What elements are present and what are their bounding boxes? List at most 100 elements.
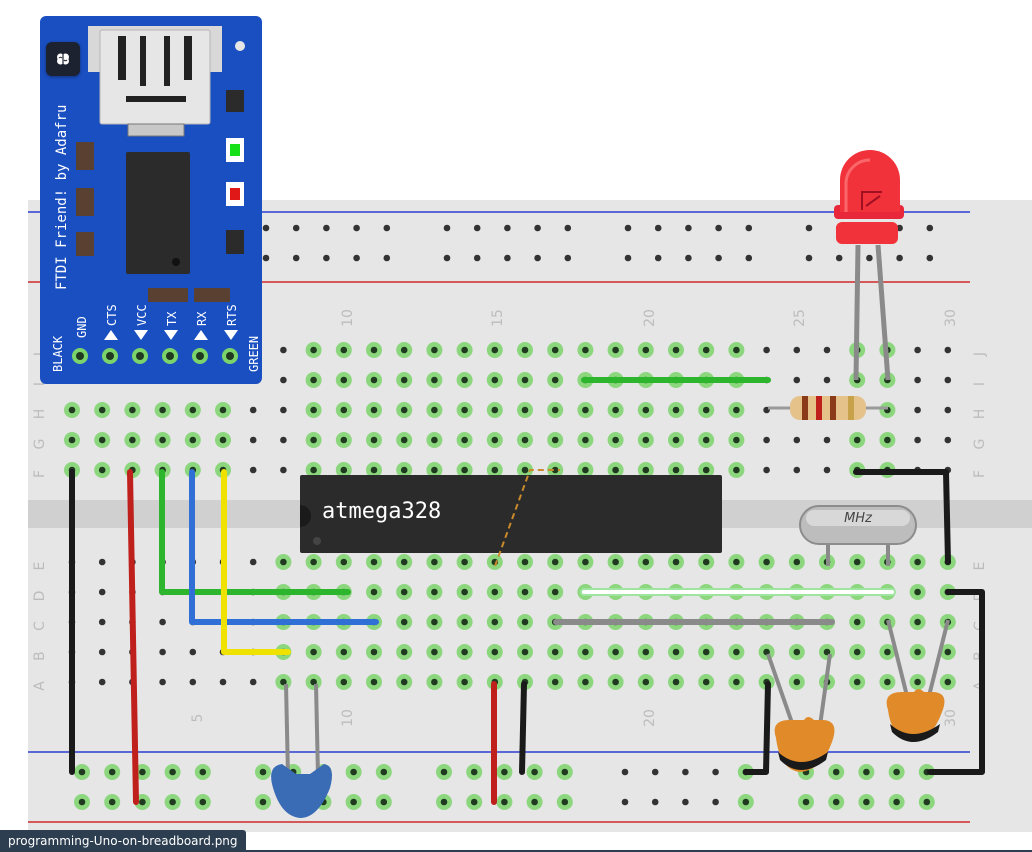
hole <box>763 436 770 444</box>
hole <box>461 376 468 384</box>
hole <box>521 436 529 444</box>
hole <box>199 768 207 776</box>
hole <box>219 406 227 414</box>
hole <box>642 346 650 354</box>
wire-green-cts <box>159 469 351 595</box>
hole <box>944 436 952 444</box>
ftdi-left-label: BLACK <box>51 335 65 372</box>
ftdi-friend-board[interactable]: FTDI Friend! by Adafru BLACK GREEN GND C… <box>40 16 262 384</box>
hole <box>823 466 831 474</box>
hole <box>582 346 589 354</box>
chip-trace-line <box>494 469 560 567</box>
hole <box>561 768 569 776</box>
resistor[interactable] <box>768 396 888 420</box>
hole <box>763 466 770 474</box>
hole <box>189 436 197 444</box>
wire-black-cap-left <box>743 681 771 775</box>
hole <box>353 224 360 232</box>
hole <box>461 618 468 626</box>
atmega328-chip[interactable]: atmega328 <box>300 475 722 553</box>
hole <box>914 648 921 656</box>
hole <box>310 558 317 566</box>
brain-icon <box>57 53 69 65</box>
hole <box>431 406 438 414</box>
hole <box>793 648 801 656</box>
hole <box>323 254 330 262</box>
ftdi-pin-rts: RTS <box>225 304 239 326</box>
led-red[interactable] <box>834 150 904 381</box>
wire-black-bottom <box>519 681 527 775</box>
hole <box>491 376 499 384</box>
hole <box>793 558 801 566</box>
hole <box>340 346 348 354</box>
row-letter-e-left: E <box>32 562 48 571</box>
hole <box>491 466 499 474</box>
hole <box>169 798 176 806</box>
hole <box>310 406 317 414</box>
hole <box>823 436 831 444</box>
hole <box>702 466 710 474</box>
hole <box>582 406 589 414</box>
hole <box>350 768 357 776</box>
hole <box>159 406 166 414</box>
hole <box>383 254 391 262</box>
hole <box>159 436 166 444</box>
hole <box>742 798 750 806</box>
capacitor-blue[interactable] <box>271 683 332 818</box>
hole <box>431 346 438 354</box>
hole <box>461 588 468 596</box>
hole <box>551 558 559 566</box>
hole <box>914 346 921 354</box>
hole <box>461 678 468 686</box>
ftdi-arrow-rx <box>194 330 208 340</box>
hole <box>551 376 559 384</box>
hole <box>582 648 589 656</box>
hole <box>712 768 719 776</box>
row-letter-c-left: C <box>32 621 48 631</box>
capacitor-orange-left[interactable] <box>766 653 835 772</box>
row-letter-g-left: G <box>32 439 48 450</box>
ftdi-arrow-vcc <box>134 330 148 340</box>
capacitor-orange-right[interactable] <box>886 619 950 742</box>
hole <box>651 768 659 776</box>
hole <box>835 254 843 262</box>
hole <box>672 678 680 686</box>
hole <box>582 436 589 444</box>
hole <box>262 224 270 232</box>
hole <box>802 798 810 806</box>
viewer-brain-button[interactable] <box>46 42 80 76</box>
hole <box>400 406 408 414</box>
ftdi-pin-vcc: VCC <box>135 304 149 326</box>
hole <box>672 436 680 444</box>
hole <box>534 254 541 262</box>
hole <box>672 558 680 566</box>
hole <box>189 648 197 656</box>
wire-red-vcc <box>127 469 139 805</box>
hole <box>470 798 478 806</box>
hole <box>926 254 934 262</box>
hole <box>189 406 197 414</box>
ftdi-title: FTDI Friend! by Adafru <box>54 105 70 290</box>
hole <box>169 768 176 776</box>
ftdi-arrow-rts <box>224 330 238 340</box>
hole <box>370 406 378 414</box>
column-number-25-top: 25 <box>792 309 808 327</box>
hole <box>98 406 106 414</box>
hole <box>564 254 572 262</box>
hole <box>582 558 589 566</box>
hole <box>805 254 813 262</box>
ftdi-pin <box>76 352 84 360</box>
hole <box>461 648 468 656</box>
hole <box>531 768 538 776</box>
hole <box>340 376 348 384</box>
hole <box>612 346 619 354</box>
ftdi-header-pins <box>72 348 238 364</box>
hole <box>642 558 650 566</box>
hole <box>612 678 619 686</box>
column-number-10-bottom: 10 <box>340 709 356 727</box>
hole <box>98 436 106 444</box>
hole <box>461 466 468 474</box>
crystal-oscillator[interactable]: MHz <box>799 505 917 566</box>
hole <box>501 798 508 806</box>
